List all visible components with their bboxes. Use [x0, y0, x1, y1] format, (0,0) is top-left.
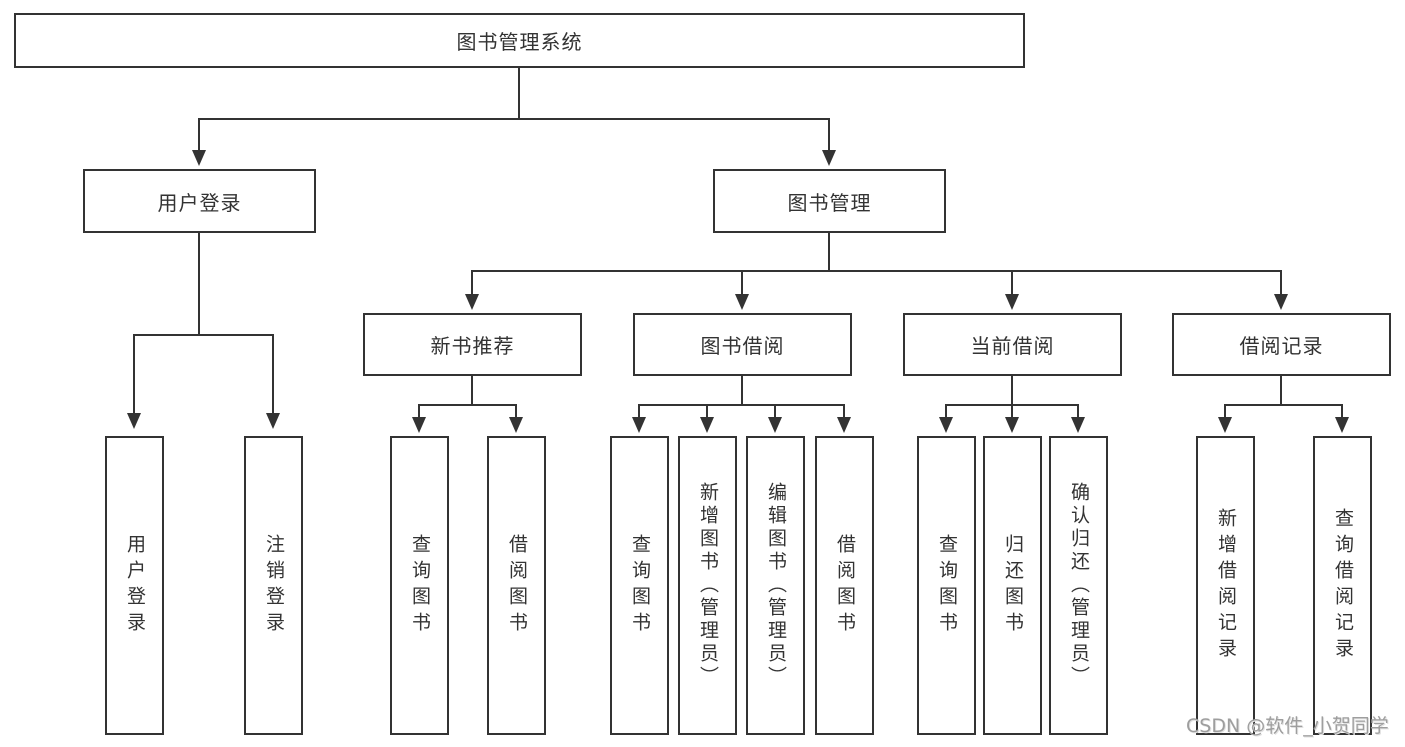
leaf-label: 查询图书	[936, 533, 958, 638]
arrowhead-icon	[1274, 294, 1288, 310]
watermark: CSDN @软件_小贺同学	[1186, 715, 1389, 737]
arrowhead-icon	[1005, 417, 1019, 433]
connector-line	[471, 270, 1282, 272]
node-label: 图书借阅	[700, 334, 785, 358]
leaf-current-confirm-admin: 确认归还（管理员）	[1049, 436, 1108, 735]
leaf-borrow-add-admin: 新增图书（管理员）	[678, 436, 737, 735]
arrowhead-icon	[1218, 417, 1232, 433]
leaf-current-query: 查询图书	[917, 436, 976, 735]
connector-line	[515, 404, 517, 419]
node-borrow-records: 借阅记录	[1172, 313, 1391, 376]
connector-line	[518, 68, 520, 120]
node-label: 新书推荐	[430, 334, 515, 358]
leaf-label: 借阅图书	[506, 533, 528, 638]
connector-line	[1224, 404, 1226, 419]
connector-line	[1224, 404, 1343, 406]
connector-line	[1077, 404, 1079, 419]
arrowhead-icon	[837, 417, 851, 433]
node-label: 图书管理	[787, 190, 872, 215]
arrowhead-icon	[632, 417, 646, 433]
leaf-label: 新增图书（管理员）	[697, 482, 719, 689]
leaf-current-return: 归还图书	[983, 436, 1042, 735]
arrowhead-icon	[127, 413, 141, 429]
connector-line	[418, 404, 517, 406]
node-label: 图书管理系统	[456, 30, 583, 54]
node-label: 当前借阅	[970, 334, 1055, 358]
node-book-management: 图书管理	[713, 169, 946, 233]
arrowhead-icon	[1005, 294, 1019, 310]
node-label: 借阅记录	[1239, 334, 1324, 358]
leaf-label: 确认归还（管理员）	[1068, 482, 1090, 689]
arrowhead-icon	[768, 417, 782, 433]
leaf-borrow-edit-admin: 编辑图书（管理员）	[746, 436, 805, 735]
arrowhead-icon	[465, 294, 479, 310]
connector-line	[774, 404, 776, 419]
connector-line	[843, 404, 845, 419]
connector-line	[741, 376, 743, 406]
connector-line	[945, 404, 947, 419]
connector-line	[272, 334, 274, 415]
node-root: 图书管理系统	[14, 13, 1025, 68]
leaf-label: 编辑图书（管理员）	[765, 482, 787, 689]
connector-line	[1280, 270, 1282, 296]
connector-line	[1011, 270, 1013, 296]
leaf-label: 查询图书	[629, 533, 651, 638]
node-label: 用户登录	[157, 190, 242, 215]
leaf-label: 借阅图书	[834, 533, 856, 638]
arrowhead-icon	[1335, 417, 1349, 433]
arrowhead-icon	[266, 413, 280, 429]
connector-line	[198, 233, 200, 335]
connector-line	[418, 404, 420, 419]
leaf-records-add: 新增借阅记录	[1196, 436, 1255, 735]
connector-line	[471, 376, 473, 406]
connector-line	[828, 233, 830, 271]
leaf-label: 新增借阅记录	[1215, 507, 1237, 664]
connector-line	[638, 404, 640, 419]
connector-line	[1280, 376, 1282, 406]
connector-line	[133, 334, 274, 336]
arrowhead-icon	[700, 417, 714, 433]
arrowhead-icon	[735, 294, 749, 310]
leaf-borrow-borrow: 借阅图书	[815, 436, 874, 735]
leaf-label: 归还图书	[1002, 533, 1024, 638]
connector-line	[198, 118, 200, 151]
leaf-label: 查询借阅记录	[1332, 507, 1354, 664]
node-new-book-recommend: 新书推荐	[363, 313, 582, 376]
node-user-login: 用户登录	[83, 169, 316, 233]
leaf-newbook-borrow: 借阅图书	[487, 436, 546, 735]
leaf-label: 用户登录	[124, 533, 146, 638]
connector-line	[471, 270, 473, 296]
arrowhead-icon	[412, 417, 426, 433]
arrowhead-icon	[509, 417, 523, 433]
leaf-user-login: 用户登录	[105, 436, 164, 735]
connector-line	[741, 270, 743, 296]
arrowhead-icon	[192, 150, 206, 166]
connector-line	[1011, 404, 1013, 419]
leaf-records-query: 查询借阅记录	[1313, 436, 1372, 735]
connector-line	[133, 334, 135, 415]
leaf-borrow-query: 查询图书	[610, 436, 669, 735]
connector-line	[828, 118, 830, 151]
arrowhead-icon	[822, 150, 836, 166]
leaf-label: 注销登录	[263, 533, 285, 638]
node-book-borrow: 图书借阅	[633, 313, 852, 376]
leaf-logout: 注销登录	[244, 436, 303, 735]
node-current-borrow: 当前借阅	[903, 313, 1122, 376]
connector-line	[638, 404, 845, 406]
connector-line	[1341, 404, 1343, 419]
leaf-label: 查询图书	[409, 533, 431, 638]
connector-line	[1011, 376, 1013, 406]
arrowhead-icon	[939, 417, 953, 433]
arrowhead-icon	[1071, 417, 1085, 433]
connector-line	[198, 118, 830, 120]
connector-line	[706, 404, 708, 419]
leaf-newbook-query: 查询图书	[390, 436, 449, 735]
